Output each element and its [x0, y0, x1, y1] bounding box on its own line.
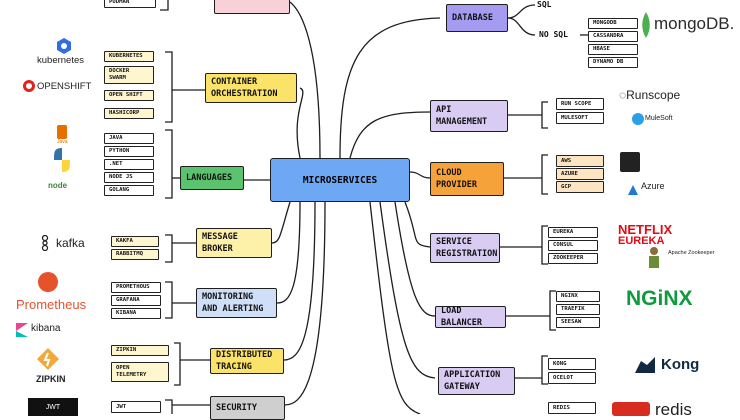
jwt-badge: JWT [28, 398, 78, 416]
openshift-logo: OPENSHIFT [37, 81, 92, 92]
leaf-prometheus: PROMETHOUS [111, 282, 161, 293]
runscope-text: Runscope [626, 88, 681, 102]
eureka-logo: EUREKA [618, 235, 665, 247]
zipkin-icon [37, 348, 59, 374]
netflix-logo: NETFLIX [618, 222, 673, 237]
leaf-nginx: NGINX [556, 291, 600, 302]
kibana-icon [16, 322, 28, 341]
distributed-tracing-node: DISTRIBUTED TRACING [210, 348, 284, 374]
zookeeper-icon [644, 246, 664, 270]
leaf-cassandra: CASSANDRA [588, 31, 638, 42]
leaf-rabbitmq: RABBITMQ [111, 249, 159, 260]
leaf-runscope: RUN SCOPE [556, 98, 604, 110]
security-node: SECURITY [210, 396, 285, 420]
leaf-aws: AWS [556, 155, 604, 167]
sql-label: SQL [537, 0, 552, 9]
leaf-nodejs: NODE JS [104, 172, 154, 183]
load-balancer-node: LOAD BALANCER [435, 306, 506, 328]
java-icon [57, 125, 67, 139]
zipkin-logo: ZIPKIN [36, 374, 66, 384]
kibana-logo: kibana [31, 323, 61, 334]
kafka-logo: kafka [56, 236, 85, 250]
azure-icon [628, 180, 638, 199]
database-node: DATABASE [446, 4, 508, 32]
leaf-java: JAVA [104, 133, 154, 144]
leaf-mongodb: MONGODB [588, 18, 638, 29]
languages-node: LANGUAGES [180, 166, 244, 190]
leaf-dynamodb: DYNAMO DB [588, 57, 638, 68]
aws-icon [620, 152, 640, 172]
kubernetes-logo: kubernetes [37, 55, 85, 66]
leaf-hbase: HBASE [588, 44, 638, 55]
cloud-provider-node: CLOUD PROVIDER [430, 162, 504, 196]
api-management-node: API MANAGEMENT [430, 100, 508, 132]
leaf-openshift: OPEN SHIFT [104, 90, 154, 101]
leaf-docker-swarm: DOCKER SWARM [104, 66, 154, 84]
kong-icon [633, 355, 657, 379]
java-logo: Java [57, 139, 68, 145]
azure-logo: Azure [641, 181, 665, 191]
mongodb-leaf-icon [640, 12, 652, 38]
nosql-label: NO SQL [539, 30, 568, 39]
leaf-gcp: GCP [556, 181, 604, 193]
mulesoft-icon [632, 113, 644, 125]
runscope-logo: ◌Runscope [619, 88, 680, 102]
leaf-redis: REDIS [548, 402, 596, 414]
leaf-eureka: EUREKA [548, 227, 598, 238]
python-icon [52, 148, 72, 176]
leaf-mulesoft: MULESOFT [556, 112, 604, 124]
mongodb-logo: mongoDB. [654, 14, 735, 33]
application-gateway-node: APPLICATION GATEWAY [438, 367, 515, 395]
leaf-golang: GOLANG [104, 185, 154, 196]
redis-logo: redis [655, 400, 692, 419]
message-broker-node: MESSAGE BROKER [196, 228, 272, 258]
nginx-logo: NGiNX [626, 287, 693, 310]
leaf-hashicorp: HASHICORP [104, 108, 154, 119]
leaf-dotnet: .NET [104, 159, 154, 170]
prometheus-icon [38, 272, 58, 292]
microservices-node: MICROSERVICES [270, 158, 410, 202]
zookeeper-logo: Apache Zookeeper [668, 250, 715, 256]
leaf-seesaw: SEESAW [556, 317, 600, 328]
nodejs-logo: node [48, 181, 68, 190]
monitoring-node: MONITORING AND ALERTING [196, 288, 277, 318]
leaf-zookeeper: ZOOKEEPER [548, 253, 598, 264]
leaf-kibana: KIBANA [111, 308, 161, 319]
kong-logo: Kong [661, 356, 700, 373]
leaf-kubernetes: KUBERNETES [104, 51, 154, 62]
leaf-azure: AZURE [556, 168, 604, 180]
leaf-kafka: KAKFA [111, 236, 159, 247]
top-left-node [214, 0, 290, 14]
leaf-jwt: JWT [111, 401, 161, 413]
leaf-traefik: TRAEFIK [556, 304, 600, 315]
openshift-icon [23, 80, 35, 92]
mulesoft-logo: MuleSoft [645, 115, 673, 122]
leaf-zipkin: ZIPKIN [111, 345, 169, 356]
leaf-kong: KONG [548, 358, 596, 370]
prometheus-logo: Prometheus [16, 297, 87, 312]
runscope-icon: ◌ [619, 88, 627, 102]
leaf-ocelot: OCELOT [548, 372, 596, 384]
kubernetes-icon [56, 38, 72, 58]
container-orchestration-node: CONTAINER ORCHESTRATION [205, 73, 297, 103]
leaf-podman: PODMAN [104, 0, 156, 8]
leaf-python: PYTHON [104, 146, 154, 157]
redis-icon [612, 402, 650, 416]
leaf-open-telemetry: OPEN TELEMETRY [111, 362, 169, 382]
leaf-consul: CONSUL [548, 240, 598, 251]
leaf-grafana: GRAFANA [111, 295, 161, 306]
kafka-icon [38, 234, 52, 255]
service-registration-node: SERVICE REGISTRATION [430, 233, 500, 263]
jwt-logo: JWT [45, 403, 61, 411]
